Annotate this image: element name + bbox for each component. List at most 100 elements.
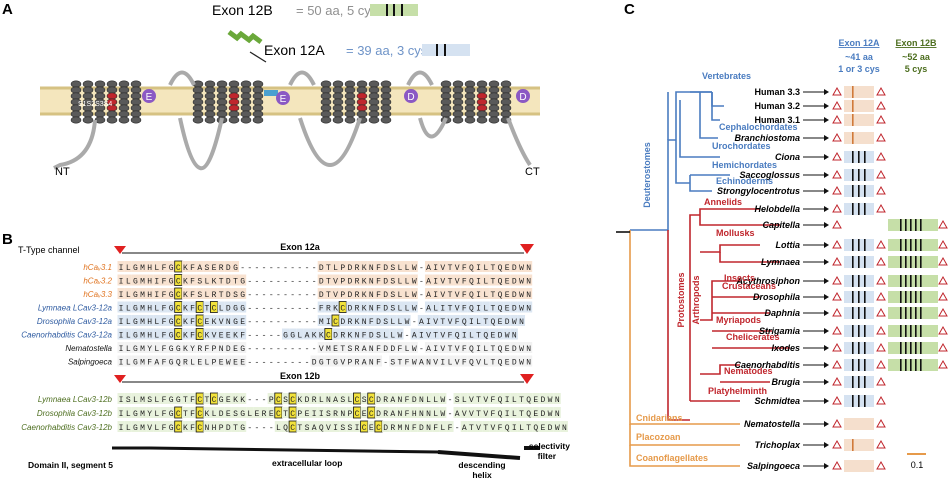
nt-label: NT — [55, 166, 70, 178]
svg-text:M: M — [140, 318, 145, 327]
svg-text:F: F — [433, 424, 438, 433]
svg-text:A: A — [305, 332, 310, 341]
svg-text:T: T — [326, 264, 331, 273]
col-12a-title: Exon 12A — [838, 38, 880, 48]
svg-text:F: F — [490, 410, 495, 419]
svg-text:F: F — [376, 345, 381, 354]
svg-text:H: H — [147, 264, 152, 273]
svg-text:R: R — [183, 359, 188, 368]
svg-text:T: T — [204, 396, 209, 405]
helix-segment — [332, 80, 344, 124]
svg-text:C: C — [212, 305, 217, 314]
svg-text:N: N — [326, 396, 331, 405]
svg-text:I: I — [326, 318, 331, 327]
taxon-row: Schmidtea — [754, 395, 886, 407]
svg-text:-: - — [247, 264, 252, 273]
svg-text:-: - — [255, 291, 260, 300]
svg-text:I: I — [119, 424, 124, 433]
clade-labels: VertebratesCephalochordatesUrochordatesH… — [636, 71, 798, 463]
svg-text:V: V — [440, 345, 445, 354]
clade-label: Myriapods — [716, 315, 761, 325]
taxon-row: Caenorhabditis — [734, 359, 948, 371]
svg-text:D: D — [347, 278, 352, 287]
svg-text:L: L — [512, 396, 517, 405]
tree-branch — [675, 91, 712, 140]
svg-text:-: - — [283, 291, 288, 300]
svg-text:N: N — [555, 410, 560, 419]
svg-text:N: N — [526, 264, 531, 273]
svg-text:W: W — [548, 410, 553, 419]
svg-text:G: G — [219, 396, 224, 405]
svg-text:F: F — [462, 345, 467, 354]
svg-text:I: I — [440, 359, 445, 368]
svg-text:W: W — [398, 332, 403, 341]
svg-text:F: F — [162, 264, 167, 273]
svg-text:S: S — [390, 291, 395, 300]
svg-text:-: - — [247, 332, 252, 341]
svg-text:F: F — [462, 359, 467, 368]
svg-text:-: - — [312, 318, 317, 327]
svg-text:D: D — [340, 318, 345, 327]
svg-text:L: L — [398, 291, 403, 300]
svg-text:V: V — [340, 359, 345, 368]
svg-text:L: L — [405, 264, 410, 273]
svg-text:I: I — [505, 396, 510, 405]
svg-text:S: S — [197, 278, 202, 287]
svg-text:-: - — [276, 278, 281, 287]
svg-text:T: T — [448, 305, 453, 314]
taxon-name: Saccoglossus — [739, 170, 800, 180]
svg-text:K: K — [183, 424, 188, 433]
helix-segment — [488, 80, 500, 124]
svg-text:W: W — [548, 396, 553, 405]
clade-label: Cephalochordates — [719, 122, 798, 132]
svg-text:W: W — [519, 305, 524, 314]
svg-text:M: M — [326, 345, 331, 354]
svg-text:F: F — [455, 318, 460, 327]
svg-text:Y: Y — [147, 410, 152, 419]
svg-text:T: T — [490, 359, 495, 368]
svg-text:-: - — [290, 278, 295, 287]
svg-text:-: - — [262, 278, 267, 287]
svg-text:A: A — [312, 424, 317, 433]
scale-bar-label: 0.1 — [911, 460, 924, 470]
svg-text:D: D — [369, 332, 374, 341]
svg-text:L: L — [126, 424, 131, 433]
svg-text:I: I — [476, 291, 481, 300]
svg-text:Q: Q — [176, 359, 181, 368]
exon-12a-position — [264, 90, 278, 96]
taxon-name: Branchiostoma — [734, 133, 800, 143]
svg-text:D: D — [226, 278, 231, 287]
svg-text:H: H — [147, 305, 152, 314]
svg-text:T: T — [469, 424, 474, 433]
helix-segment — [118, 80, 130, 124]
svg-text:-: - — [305, 305, 310, 314]
svg-text:F: F — [376, 305, 381, 314]
svg-text:G: G — [133, 278, 138, 287]
svg-text:-: - — [262, 359, 267, 368]
svg-text:I: I — [419, 332, 424, 341]
svg-text:D: D — [376, 318, 381, 327]
svg-text:T: T — [490, 291, 495, 300]
svg-text:-: - — [262, 318, 267, 327]
svg-text:L: L — [469, 332, 474, 341]
svg-text:L: L — [276, 424, 281, 433]
svg-text:R: R — [355, 264, 360, 273]
svg-text:W: W — [519, 345, 524, 354]
svg-text:K: K — [212, 278, 217, 287]
svg-text:G: G — [169, 396, 174, 405]
svg-text:F: F — [240, 332, 245, 341]
tree-branch — [711, 92, 720, 121]
svg-text:I: I — [119, 359, 124, 368]
svg-text:Q: Q — [469, 278, 474, 287]
svg-text:D: D — [219, 410, 224, 419]
helix-segment — [368, 80, 380, 124]
svg-text:-: - — [269, 359, 274, 368]
clade-label: Annelids — [704, 197, 742, 207]
svg-text:D: D — [376, 410, 381, 419]
svg-text:L: L — [154, 264, 159, 273]
svg-text:-: - — [290, 318, 295, 327]
svg-text:G: G — [169, 264, 174, 273]
svg-text:F: F — [462, 278, 467, 287]
